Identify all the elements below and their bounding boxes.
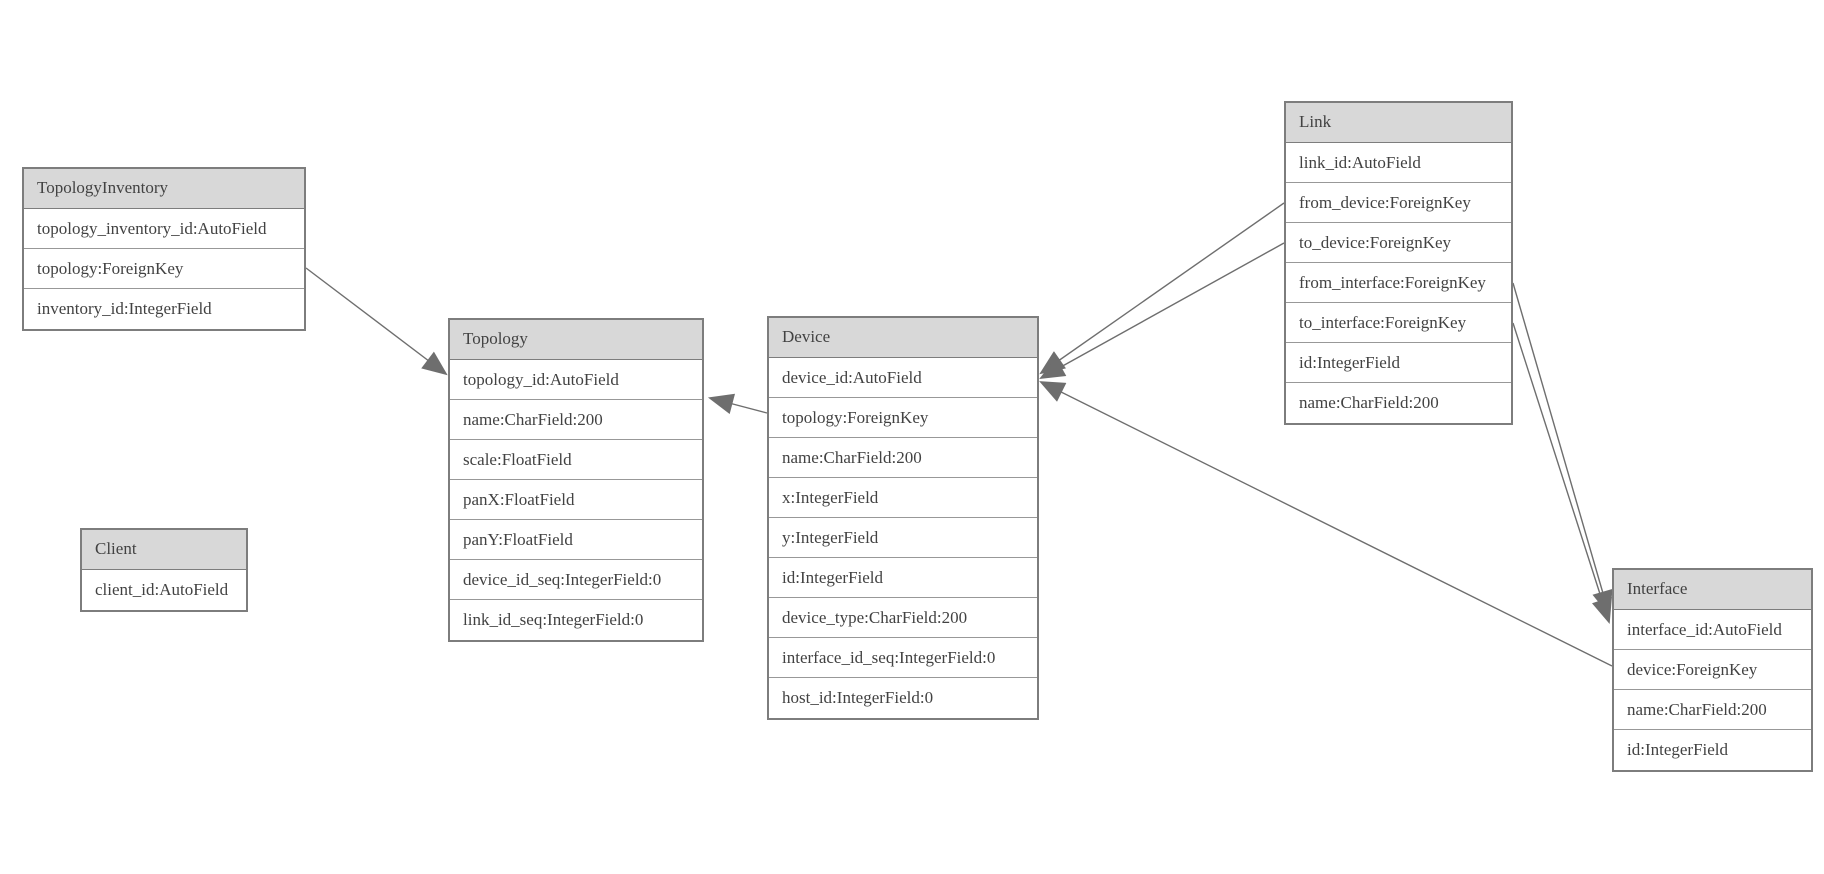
field-row: id:IntegerField — [1627, 740, 1729, 759]
field-row: device:ForeignKey — [1614, 650, 1811, 690]
table-title: Link — [1286, 103, 1511, 143]
field-row: interface_id:AutoField — [1614, 610, 1811, 650]
entity-table-client: Client client_id:AutoField — [80, 528, 248, 612]
field-row: interface_id_seq:IntegerField:0 — [769, 638, 1037, 678]
field-row: id:IntegerField — [769, 558, 1037, 598]
edge-link-from-interface-to-interface — [1512, 282, 1613, 617]
field-row: topology_inventory_id:AutoField — [24, 209, 304, 249]
edge-link-to-device-to-device — [1039, 242, 1285, 380]
field-row: inventory_id:IntegerField — [37, 299, 212, 318]
field-row: scale:FloatField — [450, 440, 702, 480]
entity-table-topology-inventory: TopologyInventory topology_inventory_id:… — [22, 167, 306, 331]
table-title: TopologyInventory — [24, 169, 304, 209]
field-row: device_id:AutoField — [769, 358, 1037, 398]
field-row: name:CharField:200 — [450, 400, 702, 440]
field-row: link_id_seq:IntegerField:0 — [463, 610, 644, 629]
edge-link-from-device-to-device — [1039, 202, 1285, 375]
field-row: name:CharField:200 — [1614, 690, 1811, 730]
entity-table-topology: Topology topology_id:AutoField name:Char… — [448, 318, 704, 642]
field-row: to_interface:ForeignKey — [1286, 303, 1511, 343]
field-row: from_device:ForeignKey — [1286, 183, 1511, 223]
entity-table-device: Device device_id:AutoField topology:Fore… — [767, 316, 1039, 720]
field-row: client_id:AutoField — [95, 580, 229, 599]
table-title: Client — [82, 530, 246, 570]
field-row: device_type:CharField:200 — [769, 598, 1037, 638]
field-row: to_device:ForeignKey — [1286, 223, 1511, 263]
edge-device-topology-to-topology — [707, 393, 768, 415]
field-row: panY:FloatField — [450, 520, 702, 560]
entity-table-link: Link link_id:AutoField from_device:Forei… — [1284, 101, 1513, 425]
field-row: id:IntegerField — [1286, 343, 1511, 383]
field-row: topology:ForeignKey — [769, 398, 1037, 438]
field-row: name:CharField:200 — [769, 438, 1037, 478]
field-row: from_interface:ForeignKey — [1286, 263, 1511, 303]
field-row: host_id:IntegerField:0 — [782, 688, 934, 707]
field-row: y:IntegerField — [769, 518, 1037, 558]
field-row: x:IntegerField — [769, 478, 1037, 518]
edge-link-to-interface-to-interface — [1512, 322, 1612, 624]
table-title: Topology — [450, 320, 702, 360]
field-row: device_id_seq:IntegerField:0 — [450, 560, 702, 600]
edge-topologyinventory-topology-to-topology — [305, 267, 448, 376]
table-title: Interface — [1614, 570, 1811, 610]
field-row: topology:ForeignKey — [24, 249, 304, 289]
field-row: link_id:AutoField — [1286, 143, 1511, 183]
table-title: Device — [769, 318, 1037, 358]
field-row: name:CharField:200 — [1299, 393, 1439, 412]
field-row: panX:FloatField — [450, 480, 702, 520]
entity-table-interface: Interface interface_id:AutoField device:… — [1612, 568, 1813, 772]
field-row: topology_id:AutoField — [450, 360, 702, 400]
